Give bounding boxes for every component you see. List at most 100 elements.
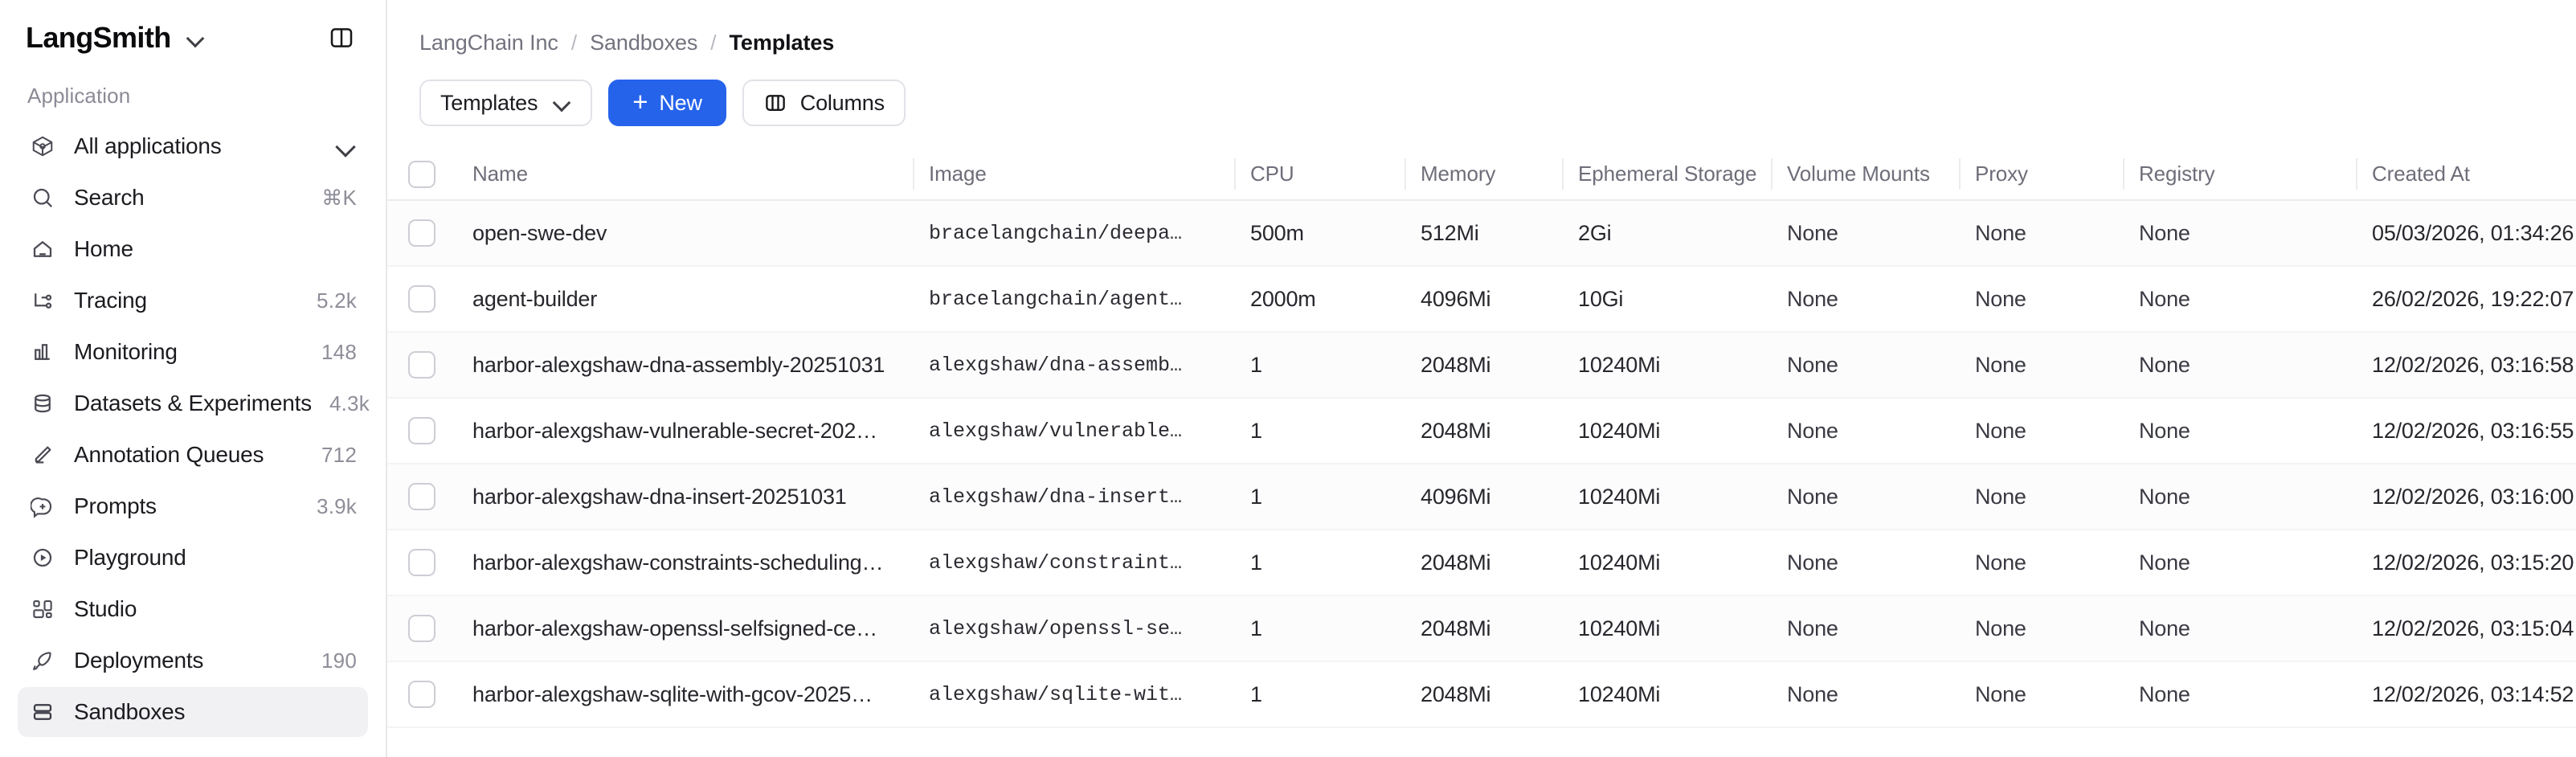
row-cell-memory: 2048Mi	[1405, 530, 1562, 596]
rocket-icon	[29, 649, 56, 673]
row-cell-ephemeral-storage: 10240Mi	[1562, 530, 1771, 596]
row-cell-created-at: 12/02/2026, 03:16:00	[2356, 464, 2576, 530]
row-checkbox[interactable]	[408, 483, 435, 510]
search-icon	[29, 186, 56, 210]
sidebar-item-tracing[interactable]: Tracing 5.2k	[18, 276, 368, 325]
row-cell-proxy: None	[1959, 661, 2123, 728]
breadcrumb-separator: /	[710, 31, 717, 55]
columns-button-label: Columns	[799, 90, 885, 115]
row-cell-proxy: None	[1959, 464, 2123, 530]
row-select-cell	[387, 464, 456, 530]
sidebar-item-sandboxes[interactable]: Sandboxes	[18, 687, 368, 737]
row-checkbox[interactable]	[408, 219, 435, 247]
sidebar-item-monitoring[interactable]: Monitoring 148	[18, 327, 368, 377]
row-cell-ephemeral-storage: 10240Mi	[1562, 464, 1771, 530]
breadcrumb-item-sandboxes[interactable]: Sandboxes	[590, 31, 698, 55]
row-cell-cpu: 1	[1234, 332, 1405, 399]
row-cell-memory: 2048Mi	[1405, 595, 1562, 662]
row-cell-volume-mounts: None	[1771, 200, 1959, 267]
row-checkbox[interactable]	[408, 417, 435, 444]
row-cell-name: harbor-alexgshaw-dna-assembly-20251031	[456, 332, 913, 399]
table-row[interactable]: harbor-alexgshaw-constraints-scheduling……	[387, 530, 2576, 596]
table-row[interactable]: harbor-alexgshaw-openssl-selfsigned-ce…a…	[387, 595, 2576, 662]
toolbar: Templates + New Columns	[387, 55, 2576, 126]
row-cell-name: harbor-alexgshaw-vulnerable-secret-202…	[456, 398, 913, 464]
row-cell-volume-mounts: None	[1771, 398, 1959, 464]
templates-filter-dropdown[interactable]: Templates	[419, 80, 593, 126]
columns-icon	[763, 91, 787, 115]
row-cell-proxy: None	[1959, 595, 2123, 662]
sidebar-item-playground[interactable]: Playground	[18, 533, 368, 583]
row-checkbox[interactable]	[408, 351, 435, 378]
new-button[interactable]: + New	[608, 80, 726, 126]
row-cell-image: alexgshaw/sqlite-wit…	[913, 661, 1234, 728]
columns-button[interactable]: Columns	[742, 80, 906, 126]
column-header-image[interactable]: Image	[913, 149, 1234, 201]
sidebar-item-deployments[interactable]: Deployments 190	[18, 636, 368, 685]
sidebar-item-search[interactable]: Search ⌘K	[18, 173, 368, 223]
row-cell-memory: 4096Mi	[1405, 266, 1562, 333]
sidebar-item-label: Deployments	[74, 648, 204, 673]
sidebar-item-all-applications[interactable]: All applications	[18, 121, 368, 171]
row-cell-created-at: 12/02/2026, 03:15:04	[2356, 595, 2576, 662]
row-cell-registry: None	[2123, 530, 2356, 596]
column-header-memory[interactable]: Memory	[1405, 149, 1562, 201]
pencil-icon	[29, 443, 56, 467]
row-cell-cpu: 1	[1234, 595, 1405, 662]
row-cell-image: alexgshaw/vulnerable…	[913, 398, 1234, 464]
row-cell-name: harbor-alexgshaw-dna-insert-20251031	[456, 464, 913, 530]
breadcrumb: LangChain Inc / Sandboxes / Templates	[387, 0, 2576, 55]
plus-icon: +	[632, 87, 648, 117]
sidebar-item-home[interactable]: Home	[18, 224, 368, 274]
row-cell-created-at: 26/02/2026, 19:22:07	[2356, 266, 2576, 333]
sidebar-item-datasets-experiments[interactable]: Datasets & Experiments 4.3k	[18, 378, 370, 428]
row-checkbox[interactable]	[408, 615, 435, 642]
row-select-cell	[387, 398, 456, 464]
row-cell-name: harbor-alexgshaw-constraints-scheduling…	[456, 530, 913, 596]
sidebar-item-prompts[interactable]: Prompts 3.9k	[18, 481, 368, 531]
sidebar-item-label: Search	[74, 185, 145, 210]
new-button-label: New	[659, 90, 702, 115]
column-header-cpu[interactable]: CPU	[1234, 149, 1405, 201]
sidebar-item-count: 148	[321, 339, 357, 364]
row-checkbox[interactable]	[408, 549, 435, 576]
row-cell-proxy: None	[1959, 398, 2123, 464]
brand-switcher[interactable]: LangSmith	[26, 21, 205, 55]
row-select-cell	[387, 530, 456, 596]
sidebar-item-annotation-queues[interactable]: Annotation Queues 712	[18, 430, 368, 480]
database-icon	[29, 391, 56, 415]
row-checkbox[interactable]	[408, 681, 435, 708]
row-checkbox[interactable]	[408, 285, 435, 313]
row-cell-cpu: 2000m	[1234, 266, 1405, 333]
row-cell-volume-mounts: None	[1771, 595, 1959, 662]
table-header-row: Name Image CPU Memory Ephemeral Storage …	[387, 149, 2576, 201]
sidebar-item-label: Annotation Queues	[74, 442, 264, 467]
column-header-proxy[interactable]: Proxy	[1959, 149, 2123, 201]
table-row[interactable]: harbor-alexgshaw-sqlite-with-gcov-2025…a…	[387, 661, 2576, 728]
column-header-volume-mounts[interactable]: Volume Mounts	[1771, 149, 1959, 201]
table-row[interactable]: harbor-alexgshaw-vulnerable-secret-202…a…	[387, 398, 2576, 464]
row-cell-created-at: 12/02/2026, 03:14:52	[2356, 661, 2576, 728]
sidebar-item-studio[interactable]: Studio	[18, 584, 368, 634]
select-all-checkbox[interactable]	[408, 160, 435, 188]
sidebar-item-label: Datasets & Experiments	[74, 391, 312, 415]
chevron-down-icon	[554, 94, 571, 112]
column-header-created-at[interactable]: Created At	[2356, 149, 2576, 201]
column-header-name[interactable]: Name	[456, 149, 913, 201]
row-cell-cpu: 1	[1234, 661, 1405, 728]
sidebar: LangSmith Application All applic	[0, 0, 387, 757]
sidebar-toggle-icon[interactable]	[325, 21, 358, 55]
breadcrumb-item-org[interactable]: LangChain Inc	[419, 31, 558, 55]
main-content: LangChain Inc / Sandboxes / Templates Te…	[387, 0, 2576, 757]
sandbox-templates-table: Name Image CPU Memory Ephemeral Storage …	[387, 149, 2576, 728]
column-header-ephemeral-storage[interactable]: Ephemeral Storage	[1562, 149, 1771, 201]
column-header-registry[interactable]: Registry	[2123, 149, 2356, 201]
sidebar-section-label: Application	[27, 84, 131, 108]
row-cell-memory: 512Mi	[1405, 200, 1562, 267]
tracing-icon	[29, 288, 56, 313]
